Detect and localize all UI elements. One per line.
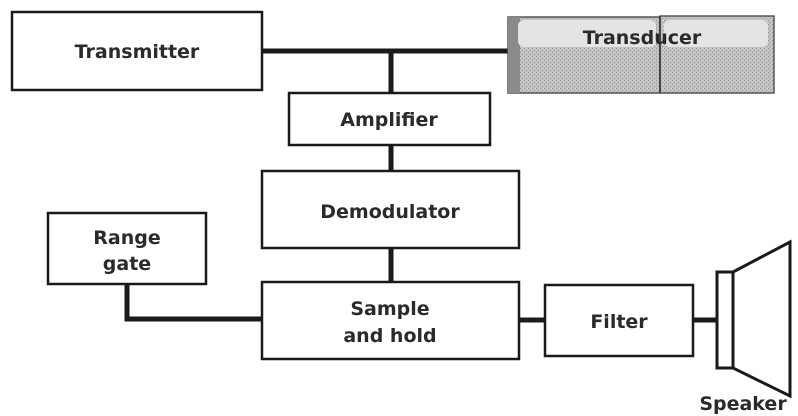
sample-and-hold-block: Sample and hold	[260, 280, 521, 361]
filter-label: Filter	[590, 311, 648, 333]
connections	[124, 48, 717, 323]
range-gate-label-line2: gate	[103, 253, 151, 275]
transducer-label: Transducer	[583, 27, 702, 49]
filter-block: Filter	[543, 283, 695, 358]
range-gate-label-line1: Range	[93, 227, 160, 249]
amplifier-label: Amplifier	[340, 109, 438, 131]
transmitter-label: Transmitter	[75, 41, 200, 63]
speaker-icon	[715, 239, 792, 399]
sample-and-hold-label-line2: and hold	[343, 325, 436, 347]
transducer-block: Transducer	[507, 15, 775, 94]
transmitter-block: Transmitter	[10, 10, 264, 92]
wire-range-gate-sample-hold	[124, 284, 262, 322]
range-gate-block: Range gate	[46, 211, 208, 286]
speaker-label: Speaker	[699, 393, 787, 415]
amplifier-block: Amplifier	[287, 91, 492, 147]
sample-and-hold-label-line1: Sample	[350, 298, 429, 320]
demodulator-block: Demodulator	[260, 169, 521, 250]
demodulator-label: Demodulator	[320, 201, 460, 223]
